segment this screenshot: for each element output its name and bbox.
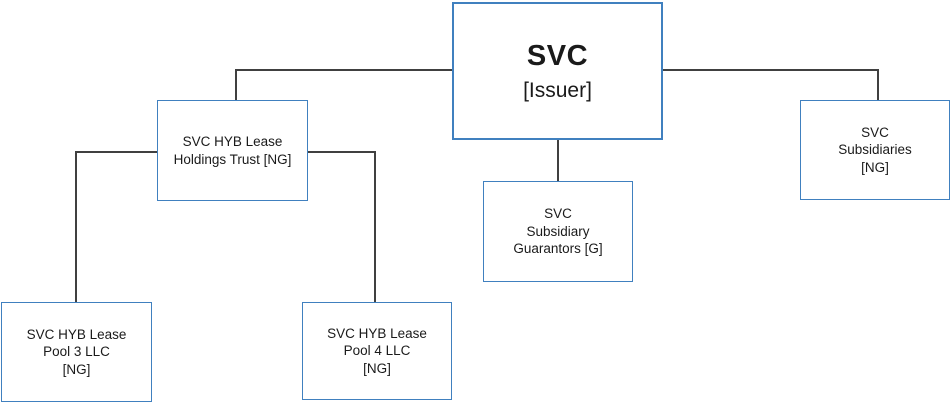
connector-holdings-trust-to-pool3-vertical bbox=[75, 151, 77, 303]
subsidiaries-label: SVC Subsidiaries [NG] bbox=[838, 124, 912, 175]
connector-issuer-to-holdings-trust-horizontal bbox=[235, 69, 453, 71]
node-subsidiary-guarantors: SVC Subsidiary Guarantors [G] bbox=[483, 181, 633, 282]
node-issuer: SVC [Issuer] bbox=[452, 2, 663, 140]
node-holdings-trust: SVC HYB Lease Holdings Trust [NG] bbox=[157, 100, 308, 201]
connector-issuer-to-guarantors-vertical bbox=[557, 139, 559, 182]
issuer-role: [Issuer] bbox=[523, 78, 592, 102]
holdings-trust-label: SVC HYB Lease Holdings Trust [NG] bbox=[173, 133, 292, 167]
connector-holdings-trust-to-pool4-vertical bbox=[374, 151, 376, 303]
issuer-name: SVC bbox=[526, 39, 589, 72]
node-pool4: SVC HYB Lease Pool 4 LLC [NG] bbox=[302, 302, 452, 400]
connector-holdings-trust-to-pool3-horizontal bbox=[75, 151, 158, 153]
connector-issuer-to-subsidiaries-vertical bbox=[877, 69, 879, 101]
subsidiary-guarantors-label: SVC Subsidiary Guarantors [G] bbox=[513, 206, 603, 257]
pool3-label: SVC HYB Lease Pool 3 LLC [NG] bbox=[26, 326, 127, 377]
connector-issuer-to-holdings-trust-vertical bbox=[235, 69, 237, 101]
connector-holdings-trust-to-pool4-horizontal bbox=[307, 151, 376, 153]
pool4-label: SVC HYB Lease Pool 4 LLC [NG] bbox=[327, 325, 427, 376]
connector-issuer-to-subsidiaries-horizontal bbox=[662, 69, 879, 71]
node-pool3: SVC HYB Lease Pool 3 LLC [NG] bbox=[1, 302, 152, 402]
node-subsidiaries: SVC Subsidiaries [NG] bbox=[800, 100, 950, 200]
